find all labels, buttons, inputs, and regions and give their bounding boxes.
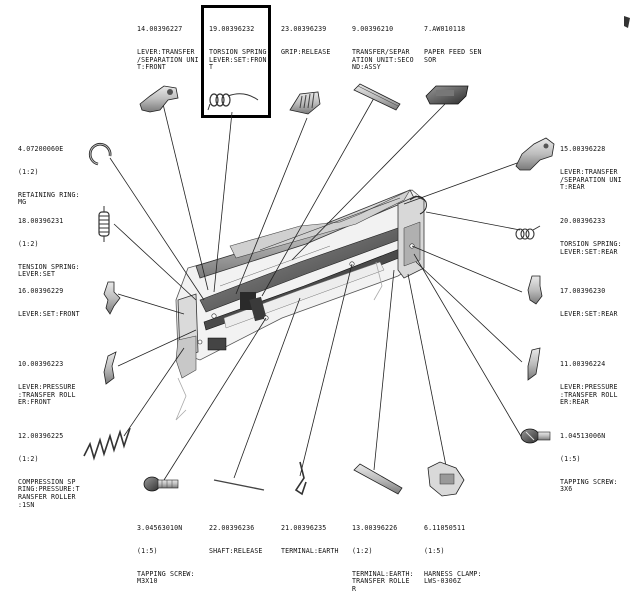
compression-spring-icon <box>83 427 131 461</box>
part-label-17[interactable]: 17.00396230 LEVER:SET:REAR <box>560 273 618 334</box>
part-number: 6.11050511 <box>424 524 466 533</box>
part-number: 18.00396231 <box>18 217 64 226</box>
part-label-4[interactable]: 4.07200060E (1:2) RETAINING RING: MG <box>18 131 80 222</box>
part-name: LEVER:SET:FRONT <box>18 309 80 318</box>
part-number: 3.04563010N <box>137 524 183 533</box>
lever-pressure-rear-icon <box>527 347 541 381</box>
transfer-separation-unit-assembly <box>175 189 427 421</box>
leader-lines <box>109 97 523 481</box>
part-name: LEVER:PRESSURE :TRANSFER ROLL ER:REAR <box>560 382 618 407</box>
part-name: TAPPING SCREW: 3X6 <box>560 477 618 494</box>
lever-pressure-front-icon <box>103 351 117 385</box>
part-number: 4.07200060E <box>18 145 64 154</box>
part-label-18[interactable]: 18.00396231 (1:2) TENSION SPRING: LEVER:… <box>18 203 80 294</box>
corner-fragment-icon <box>624 16 630 28</box>
part-name: TENSION SPRING: LEVER:SET <box>18 262 80 279</box>
part-name: TORSION SPRING: LEVER:SET:REAR <box>560 239 622 256</box>
part-number: 20.00396233 <box>560 217 606 226</box>
shaft-release-icon <box>213 479 265 491</box>
part-number: 19.00396232 <box>209 25 255 34</box>
part-label-23[interactable]: 23.00396239 GRIP:RELEASE <box>281 11 330 72</box>
part-name: LEVER:TRANSFER /SEPARATION UNI T:REAR <box>560 167 622 192</box>
paper-feed-sensor-icon <box>425 85 469 105</box>
part-number: 17.00396230 <box>560 287 606 296</box>
torsion-spring-icon <box>207 93 259 111</box>
part-label-19[interactable]: 19.00396232 TORSION SPRING: LEVER:SET:FR… <box>209 11 271 87</box>
part-label-15[interactable]: 15.00396228 LEVER:TRANSFER /SEPARATION U… <box>560 131 622 207</box>
part-name: TAPPING SCREW: M3X10 <box>137 569 195 586</box>
part-number: 7.AW010118 <box>424 25 466 34</box>
terminal-earth-transfer-roller-icon <box>353 463 403 495</box>
part-label-10[interactable]: 10.00396223 LEVER:PRESSURE :TRANSFER ROL… <box>18 346 76 422</box>
part-number: 22.00396236 <box>209 524 255 533</box>
lever-front-icon <box>139 85 179 113</box>
terminal-earth-icon <box>294 461 307 496</box>
tapping-screw-m3x10-icon <box>143 476 179 492</box>
part-number: 9.00396210 <box>352 25 394 34</box>
transfer-separation-second-assy-icon <box>353 83 401 111</box>
part-quantity: (1:2) <box>18 239 39 248</box>
part-number: 23.00396239 <box>281 25 327 34</box>
highlight-frame-part-19 <box>201 5 271 118</box>
part-number: 11.00396224 <box>560 360 606 369</box>
part-quantity: (1:2) <box>18 454 39 463</box>
part-name: LEVER:TRANSFER /SEPARATION UNI T:FRONT <box>137 47 199 72</box>
part-number: 16.00396229 <box>18 287 64 296</box>
exploded-parts-diagram: 14.00396227 LEVER:TRANSFER /SEPARATION U… <box>18 5 630 593</box>
part-name: LEVER:PRESSURE :TRANSFER ROLL ER:FRONT <box>18 382 76 407</box>
part-label-12[interactable]: 12.00396225 (1:2) COMPRESSION SP RING:PR… <box>18 418 80 524</box>
part-number: 10.00396223 <box>18 360 64 369</box>
assembly-illustration <box>83 83 555 497</box>
tapping-screw-3x6-icon <box>520 428 551 444</box>
tension-spring-icon <box>98 206 110 242</box>
part-number: 12.00396225 <box>18 432 64 441</box>
part-label-11[interactable]: 11.00396224 LEVER:PRESSURE :TRANSFER ROL… <box>560 346 618 422</box>
part-name: TRANSFER/SEPAR ATION UNIT:SECO ND:ASSY <box>352 47 414 72</box>
part-name: TERMINAL:EARTH: TRANSFER ROLLE R <box>352 569 414 593</box>
grip-release-icon <box>289 91 321 115</box>
part-number: 21.00396235 <box>281 524 327 533</box>
part-number: 14.00396227 <box>137 25 183 34</box>
part-name: TORSION SPRING: LEVER:SET:FRON T <box>209 47 271 72</box>
part-number: 1.04513006N <box>560 432 606 441</box>
part-quantity: (1:5) <box>560 454 581 463</box>
part-name: LEVER:SET:REAR <box>560 309 618 318</box>
part-label-14[interactable]: 14.00396227 LEVER:TRANSFER /SEPARATION U… <box>137 11 199 87</box>
harness-clamp-icon <box>427 461 465 497</box>
part-name: PAPER FEED SEN SOR <box>424 47 482 64</box>
part-quantity: (1:2) <box>18 167 39 176</box>
part-number: 13.00396226 <box>352 524 398 533</box>
part-label-16[interactable]: 16.00396229 LEVER:SET:FRONT <box>18 273 80 334</box>
part-label-1[interactable]: 1.04513006N (1:5) TAPPING SCREW: 3X6 <box>560 418 618 509</box>
retaining-ring-icon <box>88 142 112 166</box>
part-name: RETAINING RING: MG <box>18 190 80 207</box>
torsion-spring-rear-icon <box>515 225 541 240</box>
part-label-7[interactable]: 7.AW010118 PAPER FEED SEN SOR <box>424 11 482 79</box>
lever-set-rear-icon <box>527 275 543 305</box>
lever-set-front-icon <box>103 281 121 315</box>
part-name: HARNESS CLAMP: LWS-0306Z <box>424 569 482 586</box>
part-label-20[interactable]: 20.00396233 TORSION SPRING: LEVER:SET:RE… <box>560 203 622 271</box>
lever-rear-icon <box>515 137 555 171</box>
part-name: GRIP:RELEASE <box>281 47 331 56</box>
part-number: 15.00396228 <box>560 145 606 154</box>
part-name: COMPRESSION SP RING:PRESSURE:T RANSFER R… <box>18 477 80 509</box>
part-label-9[interactable]: 9.00396210 TRANSFER/SEPAR ATION UNIT:SEC… <box>352 11 414 87</box>
